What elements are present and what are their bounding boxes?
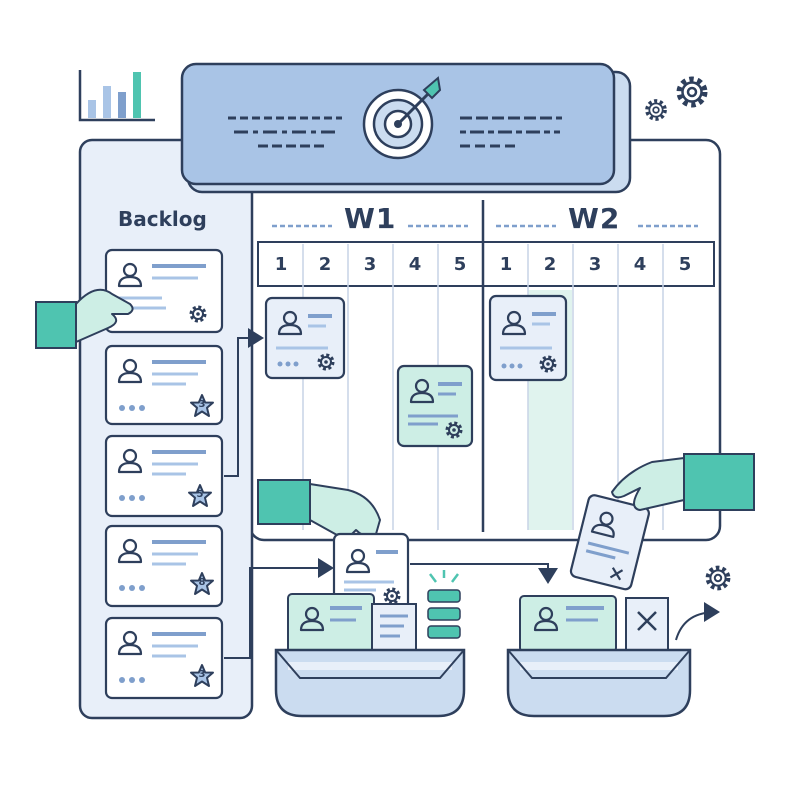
hand-icon [257, 479, 381, 541]
day-header-row [257, 241, 715, 287]
backlog-card[interactable] [104, 434, 224, 518]
progress-stack-icon [427, 570, 461, 639]
flow-arrows [224, 328, 720, 659]
week-label-w2: W2 [568, 202, 621, 235]
story-points-label: 3 [198, 669, 206, 680]
story-points-label: 3 [198, 399, 206, 410]
gear-icon [708, 568, 729, 589]
day-label: 5 [678, 254, 692, 275]
day-label: 1 [274, 254, 288, 275]
day-label: 4 [408, 254, 422, 275]
task-card[interactable] [332, 532, 410, 612]
day-label: 2 [318, 254, 332, 275]
arrow-to-done-tray [410, 563, 558, 584]
sprint-goal-banner [180, 62, 632, 194]
day-label: 3 [588, 254, 602, 275]
task-card[interactable] [569, 494, 650, 591]
day-label: 2 [543, 254, 557, 275]
target-icon [362, 76, 442, 160]
arrow-out [675, 602, 720, 641]
day-label: 5 [453, 254, 467, 275]
hand-icon [35, 288, 134, 349]
in-progress-tray [274, 593, 466, 718]
bar-chart-icon [78, 70, 155, 122]
day-label: 1 [499, 254, 513, 275]
gear-icon [679, 79, 705, 105]
day-label: 4 [633, 254, 647, 275]
gear-icon [645, 99, 667, 121]
backlog-card[interactable] [104, 248, 224, 334]
arrow-backlog-to-tray [224, 558, 334, 659]
task-card[interactable] [396, 364, 474, 448]
task-card[interactable] [264, 296, 346, 380]
story-points-label: 5 [196, 489, 204, 500]
backlog-card[interactable] [104, 524, 224, 608]
task-card[interactable] [488, 294, 568, 382]
hand-icon [611, 453, 755, 511]
backlog-card[interactable] [104, 616, 224, 700]
backlog-card[interactable] [104, 344, 224, 426]
banner-scribble-right [460, 116, 562, 148]
arrow-backlog-to-board [224, 328, 264, 477]
story-points-label: 8 [198, 577, 206, 588]
week-label-w1: W1 [344, 202, 397, 235]
banner-scribble-left [228, 116, 342, 148]
backlog-title: Backlog [118, 207, 207, 231]
done-tray [506, 595, 692, 718]
day-label: 3 [363, 254, 377, 275]
